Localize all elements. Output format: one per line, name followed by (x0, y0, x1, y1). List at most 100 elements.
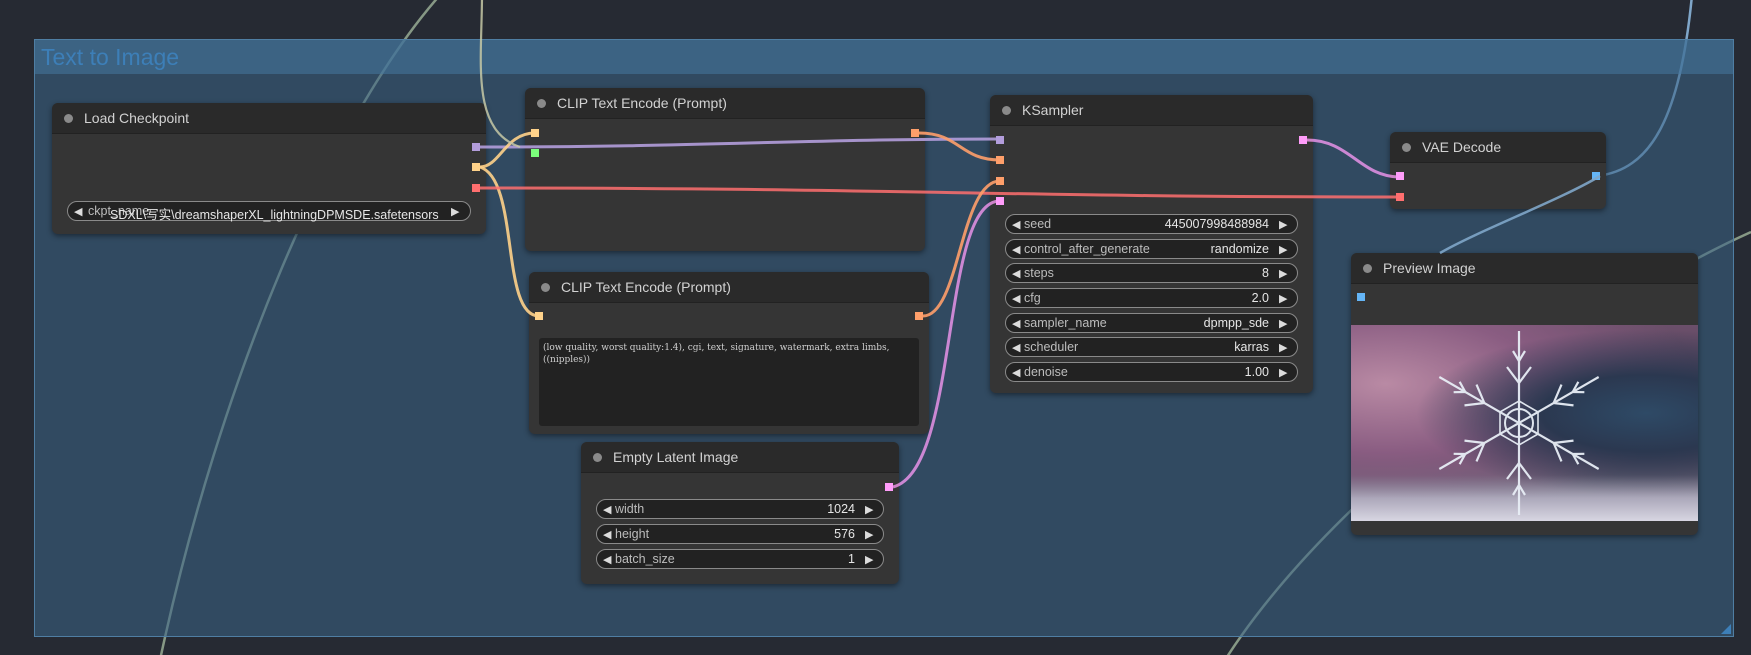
arrow-right-icon[interactable]: ▶ (865, 553, 874, 566)
widget-label: scheduler (1024, 340, 1079, 354)
arrow-left-icon[interactable]: ◀ (1012, 292, 1021, 305)
collapse-dot-icon[interactable] (1402, 142, 1411, 152)
arrow-left-icon[interactable]: ◀ (1012, 267, 1021, 280)
arrow-left-icon[interactable]: ◀ (1012, 317, 1021, 330)
node-header[interactable]: Preview Image (1351, 253, 1698, 284)
widget-label: denoise (1024, 365, 1068, 379)
arrow-right-icon[interactable]: ▶ (1279, 218, 1288, 231)
input-slot-model[interactable] (996, 136, 1004, 144)
batch-size-widget[interactable]: ◀ batch_size 1 ▶ (596, 549, 884, 569)
output-slot-conditioning[interactable] (915, 312, 923, 320)
node-preview-image[interactable]: Preview Image (1351, 253, 1698, 535)
widget-value: 576 (834, 527, 855, 541)
input-slot-vae[interactable] (1396, 193, 1404, 201)
arrow-right-icon[interactable]: ▶ (1279, 243, 1288, 256)
node-header[interactable]: KSampler (990, 95, 1313, 126)
node-clip-text-encode-positive[interactable]: CLIP Text Encode (Prompt) (525, 88, 925, 251)
negative-prompt-textarea[interactable]: (low quality, worst quality:1.4), cgi, t… (539, 338, 919, 426)
node-title: Load Checkpoint (84, 110, 190, 126)
collapse-dot-icon[interactable] (1363, 263, 1372, 273)
collapse-dot-icon[interactable] (1002, 105, 1011, 115)
widget-value: karras (1234, 340, 1269, 354)
input-slot-clip[interactable] (531, 129, 539, 137)
node-title: CLIP Text Encode (Prompt) (557, 95, 727, 111)
widget-value: 1024 (827, 502, 855, 516)
widget-value: 1.00 (1244, 365, 1269, 379)
arrow-left-icon[interactable]: ◀ (1012, 366, 1021, 379)
snowflake-picture (1351, 331, 1698, 521)
control-after-generate-widget[interactable]: ◀ control_after_generate randomize ▶ (1005, 239, 1298, 259)
arrow-right-icon[interactable]: ▶ (1279, 366, 1288, 379)
widget-label: width (615, 502, 645, 516)
collapse-dot-icon[interactable] (64, 113, 73, 123)
arrow-left-icon[interactable]: ◀ (1012, 243, 1021, 256)
arrow-right-icon[interactable]: ▶ (1279, 341, 1288, 354)
arrow-left-icon[interactable]: ◀ (603, 553, 612, 566)
arrow-right-icon[interactable]: ▶ (451, 206, 460, 218)
output-slot-clip[interactable] (472, 163, 480, 171)
input-slot-latent-image[interactable] (996, 197, 1004, 205)
collapse-dot-icon[interactable] (593, 452, 602, 462)
arrow-right-icon[interactable]: ▶ (865, 528, 874, 541)
node-empty-latent-image[interactable]: Empty Latent Image ◀ width 1024 ▶ ◀ heig… (581, 442, 899, 584)
arrow-right-icon[interactable]: ▶ (1279, 267, 1288, 280)
widget-label: batch_size (615, 552, 675, 566)
node-title: VAE Decode (1422, 139, 1502, 155)
output-slot-latent[interactable] (885, 483, 893, 491)
widget-value: dpmpp_sde (1203, 316, 1269, 330)
arrow-left-icon[interactable]: ◀ (1012, 341, 1021, 354)
widget-value: 8 (1262, 266, 1269, 280)
input-slot-samples[interactable] (1396, 172, 1404, 180)
preview-snowflake-image[interactable] (1351, 325, 1698, 521)
node-header[interactable]: Load Checkpoint (52, 103, 486, 134)
node-ksampler[interactable]: KSampler ◀ seed 445007998488984 ▶ ◀ cont… (990, 95, 1313, 393)
output-slot-latent[interactable] (1299, 136, 1307, 144)
group-title: Text to Image (41, 44, 180, 70)
output-slot-conditioning[interactable] (911, 129, 919, 137)
node-header[interactable]: CLIP Text Encode (Prompt) (525, 88, 925, 119)
scheduler-widget[interactable]: ◀ scheduler karras ▶ (1005, 337, 1298, 357)
denoise-widget[interactable]: ◀ denoise 1.00 ▶ (1005, 362, 1298, 382)
input-slot-positive[interactable] (996, 156, 1004, 164)
output-slot-vae[interactable] (472, 184, 480, 192)
group-header[interactable] (35, 40, 1733, 74)
arrow-left-icon[interactable]: ◀ (603, 503, 612, 516)
node-header[interactable]: Empty Latent Image (581, 442, 899, 473)
widget-value: randomize (1210, 242, 1269, 256)
arrow-left-icon[interactable]: ◀ (1012, 218, 1021, 231)
output-slot-image[interactable] (1592, 172, 1600, 180)
input-slot-text[interactable] (531, 149, 539, 157)
input-slot-clip[interactable] (535, 312, 543, 320)
widget-label: ckpt_name (88, 204, 150, 218)
group-resize-handle[interactable] (1721, 624, 1731, 634)
seed-widget[interactable]: ◀ seed 445007998488984 ▶ (1005, 214, 1298, 234)
widget-label: height (615, 527, 650, 541)
arrow-right-icon[interactable]: ▶ (865, 503, 874, 516)
output-slot-model[interactable] (472, 143, 480, 151)
node-clip-text-encode-negative[interactable]: CLIP Text Encode (Prompt) (low quality, … (529, 272, 929, 434)
node-header[interactable]: VAE Decode (1390, 132, 1606, 163)
steps-widget[interactable]: ◀ steps 8 ▶ (1005, 263, 1298, 283)
node-title: CLIP Text Encode (Prompt) (561, 279, 731, 295)
input-slot-negative[interactable] (996, 177, 1004, 185)
node-title: Preview Image (1383, 260, 1476, 276)
arrow-right-icon[interactable]: ▶ (1279, 292, 1288, 305)
sampler-name-widget[interactable]: ◀ sampler_name dpmpp_sde ▶ (1005, 313, 1298, 333)
collapse-dot-icon[interactable] (537, 98, 546, 108)
widget-label: control_after_generate (1024, 242, 1150, 256)
cfg-widget[interactable]: ◀ cfg 2.0 ▶ (1005, 288, 1298, 308)
arrow-left-icon[interactable]: ◀ (74, 205, 83, 218)
node-header[interactable]: CLIP Text Encode (Prompt) (529, 272, 929, 303)
height-widget[interactable]: ◀ height 576 ▶ (596, 524, 884, 544)
widget-label: steps (1024, 266, 1054, 280)
collapse-dot-icon[interactable] (541, 282, 550, 292)
input-slot-images[interactable] (1357, 293, 1365, 301)
ckpt-name-widget[interactable]: ◀ ckpt_name SDXL\写实\dreamshaperXL_lightn… (67, 201, 471, 222)
arrow-right-icon[interactable]: ▶ (1279, 317, 1288, 330)
node-vae-decode[interactable]: VAE Decode (1390, 132, 1606, 209)
arrow-left-icon[interactable]: ◀ (603, 528, 612, 541)
node-load-checkpoint[interactable]: Load Checkpoint ◀ ckpt_name SDXL\写实\drea… (52, 103, 486, 234)
width-widget[interactable]: ◀ width 1024 ▶ (596, 499, 884, 519)
widget-label: seed (1024, 217, 1052, 231)
widget-label: cfg (1024, 291, 1041, 305)
